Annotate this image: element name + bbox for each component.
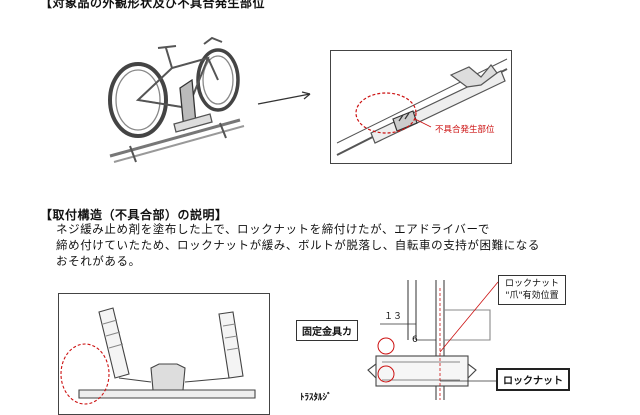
bicycle-carrier-illustration [108, 36, 245, 163]
explanation-line: 締め付けていたため、ロックナットが緩み、ボルトが脱落し、自転車の支持が困難になる [56, 238, 540, 252]
claw-position-callout: ロックナット "爪"有効位置 [498, 275, 567, 305]
explanation-line: ネジ緩み止め剤を塗布した上で、ロックナットを締付けたが、エアドライバーで [56, 222, 490, 236]
arrow-icon [257, 91, 311, 105]
claw-callout-line1: ロックナット [505, 279, 560, 289]
mounting-structure-frame [58, 293, 270, 415]
defect-location-label: 不具合発生部位 [435, 125, 495, 135]
detail-image-frame: 不具合発生部位 [330, 50, 512, 164]
lock-nut-leader-line [440, 380, 496, 382]
dimension-6: 6 [412, 335, 418, 345]
lock-nut-callout: ロックナット [496, 368, 570, 391]
bracket-partial-label: ﾄﾗｽﾀﾙｼﾞ [300, 393, 332, 403]
defect-circle [355, 92, 417, 134]
rack-detail-illustration [336, 58, 508, 156]
dimension-13: １３ [384, 312, 403, 322]
clamp-structure-illustration [60, 307, 256, 405]
explanation-line: おそれがある。 [56, 254, 141, 268]
claw-callout-line2: "爪"有効位置 [505, 291, 559, 301]
section2-heading: 【取付構造（不具合部）の説明】 [40, 208, 228, 222]
lock-nut-cross-section [367, 280, 499, 400]
fixing-bracket-callout: 固定金具カ [296, 320, 358, 341]
section1-heading: 【対象品の外観形状及び不具合発生部位 [40, 0, 266, 10]
